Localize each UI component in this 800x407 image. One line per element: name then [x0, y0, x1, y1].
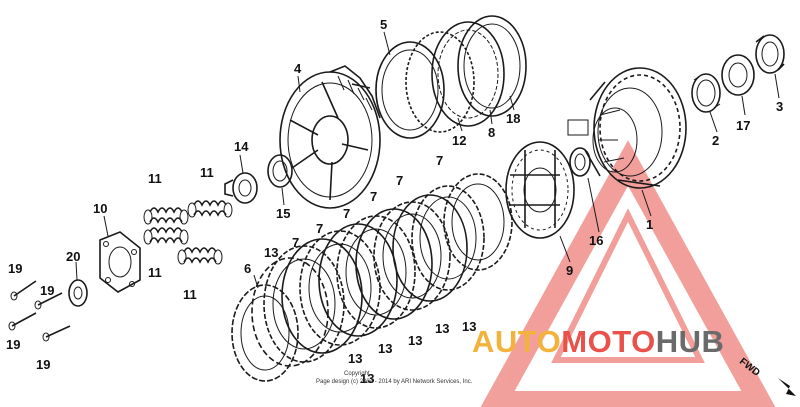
watermark-hub: HUB [655, 324, 725, 359]
friction-disc-stack [251, 173, 513, 367]
callout-part-7f: 7 [292, 235, 300, 250]
callout-part-5: 5 [380, 17, 388, 32]
callout-part-7d: 7 [343, 206, 351, 221]
callout-part-11d: 11 [183, 287, 197, 302]
callout-part-18: 18 [506, 111, 521, 126]
leader-lines [75, 31, 780, 289]
callout-part-17: 17 [736, 118, 751, 133]
watermark-auto: AUTO [472, 324, 562, 359]
callout-part-7c: 7 [370, 189, 378, 204]
friction-disc-part-6 [231, 284, 299, 382]
clutch-springs-part-11 [143, 200, 233, 265]
callout-part-16: 16 [589, 233, 604, 248]
bushing-part-3 [755, 34, 785, 74]
needle-bearing-part-2 [691, 73, 721, 113]
callout-part-6: 6 [244, 261, 252, 276]
callout-part-13c: 13 [435, 321, 450, 336]
callout-part-13a: 13 [264, 245, 279, 260]
forward-direction-arrow [778, 378, 796, 396]
callout-part-1: 1 [646, 217, 654, 232]
watermark-moto: MOTO [561, 324, 656, 359]
callout-part-11c: 11 [148, 265, 162, 280]
callout-part-13e: 13 [378, 341, 393, 356]
callout-part-15: 15 [276, 206, 291, 221]
callout-part-3: 3 [776, 99, 784, 114]
callout-part-7a: 7 [436, 153, 444, 168]
clutch-center-part-9 [505, 141, 575, 239]
callout-part-11b: 11 [200, 165, 214, 180]
lifter-part-14 [224, 172, 258, 204]
washer-part-17 [721, 54, 755, 96]
callout-part-19a: 19 [8, 261, 23, 276]
washer-part-15 [267, 154, 293, 188]
callout-part-13b: 13 [462, 319, 477, 334]
callout-part-13f: 13 [348, 351, 363, 366]
bearing-part-20 [68, 279, 88, 307]
guide-part-16 [569, 147, 591, 177]
callout-part-7e: 7 [316, 221, 324, 236]
copyright-line-2: Page design (c) 2004 - 2014 by ARI Netwo… [316, 379, 473, 385]
callout-part-11a: 11 [148, 171, 162, 186]
watermark-brand: AUTOMOTOHUB [472, 326, 724, 358]
callout-part-8: 8 [488, 125, 496, 140]
callout-part-7b: 7 [396, 173, 404, 188]
callout-part-19d: 19 [36, 357, 51, 372]
callout-part-10: 10 [93, 201, 108, 216]
copyright-line-1: Copyright [344, 371, 370, 377]
callout-part-14: 14 [234, 139, 249, 154]
callout-part-19c: 19 [6, 337, 21, 352]
callout-part-4: 4 [294, 61, 302, 76]
rings-parts-5-8-12-18 [375, 15, 527, 139]
lifter-plate-part-10 [99, 231, 141, 293]
callout-part-12: 12 [452, 133, 467, 148]
callout-part-20: 20 [66, 249, 81, 264]
callout-part-19b: 19 [40, 283, 55, 298]
callout-part-13d: 13 [408, 333, 423, 348]
callout-part-13g: 13 [360, 371, 375, 386]
bolts-part-19 [8, 280, 71, 342]
callout-part-9: 9 [566, 263, 574, 278]
watermark-triangle-logo [480, 140, 776, 407]
callout-part-2: 2 [712, 133, 720, 148]
pressure-plate-part-4 [279, 65, 381, 209]
